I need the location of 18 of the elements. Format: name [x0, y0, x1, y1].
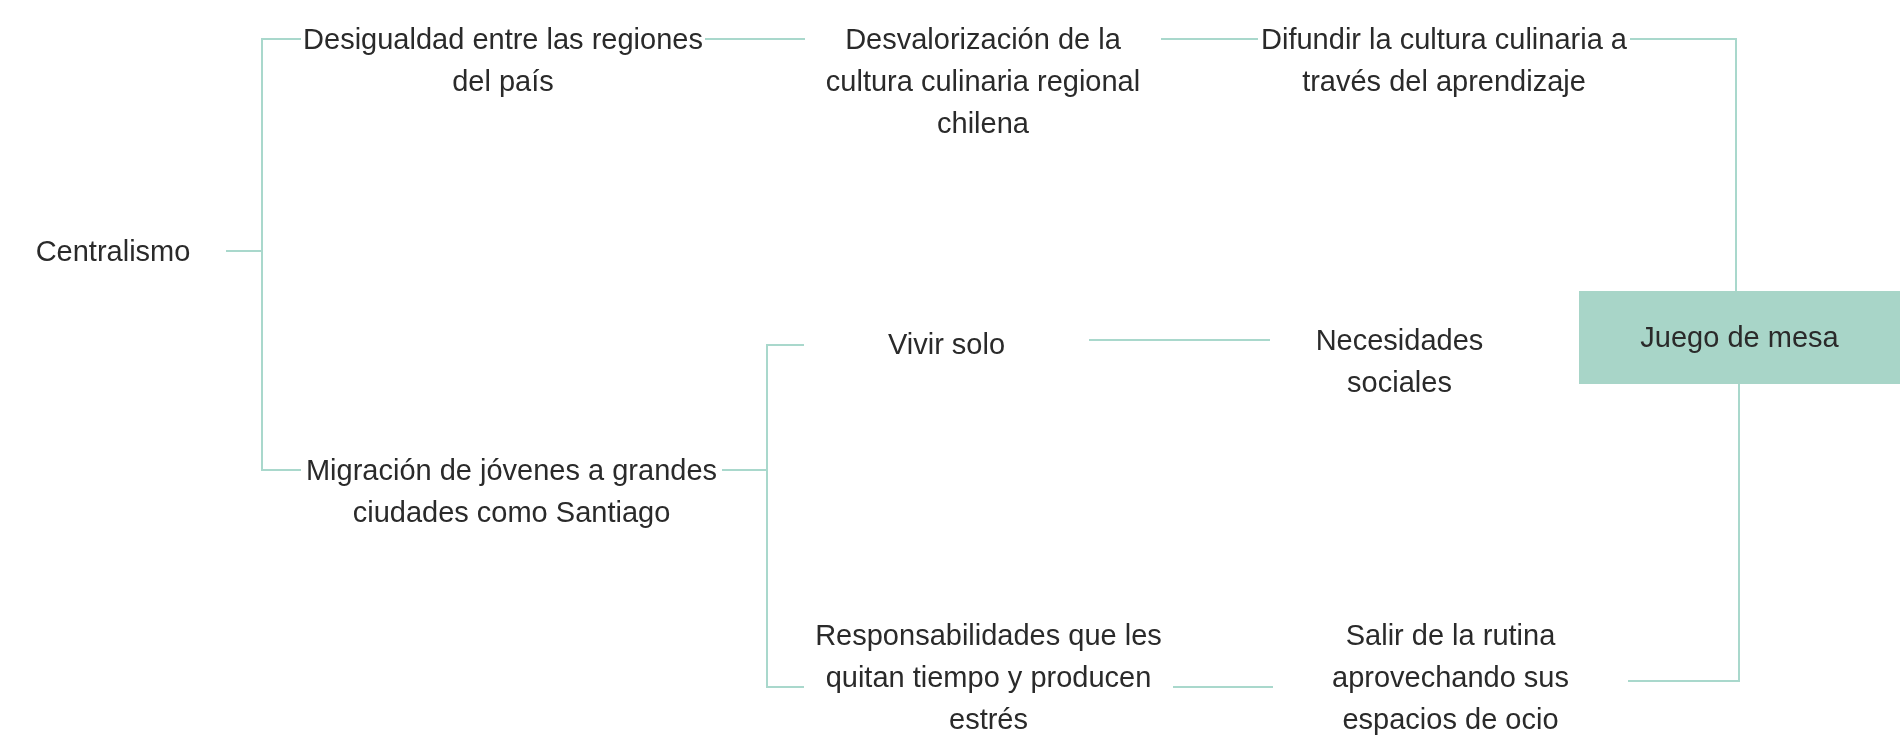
node-text: Migración de jóvenes a grandes ciudades como Santiago — [301, 449, 722, 533]
node-text: Desvalorización de la cultura culinaria regional chilena — [805, 18, 1161, 144]
highlight-box: Juego de mesa — [1579, 291, 1900, 384]
node-text: Centralismo — [0, 230, 226, 272]
connector-line — [225, 250, 302, 471]
connector-line — [1160, 38, 1259, 40]
node-text: Difundir la cultura culinaria a través del aprendizaje — [1258, 18, 1630, 102]
node-text: Desigualdad entre las regiones del país — [301, 18, 705, 102]
connector-line — [1627, 383, 1740, 682]
node-text: Vivir solo — [804, 323, 1089, 365]
connector-line — [704, 38, 806, 40]
connector-line — [721, 469, 805, 688]
node-text: Necesidades sociales — [1270, 319, 1529, 403]
node-text: Salir de la rutina aprovechando sus espacios de ocio — [1273, 614, 1628, 737]
node-text: Responsabilidades que les quitan tiempo y producen estrés — [804, 614, 1173, 737]
connector-line — [1629, 38, 1737, 292]
connector-line — [1088, 339, 1271, 341]
connector-line — [1172, 686, 1274, 688]
